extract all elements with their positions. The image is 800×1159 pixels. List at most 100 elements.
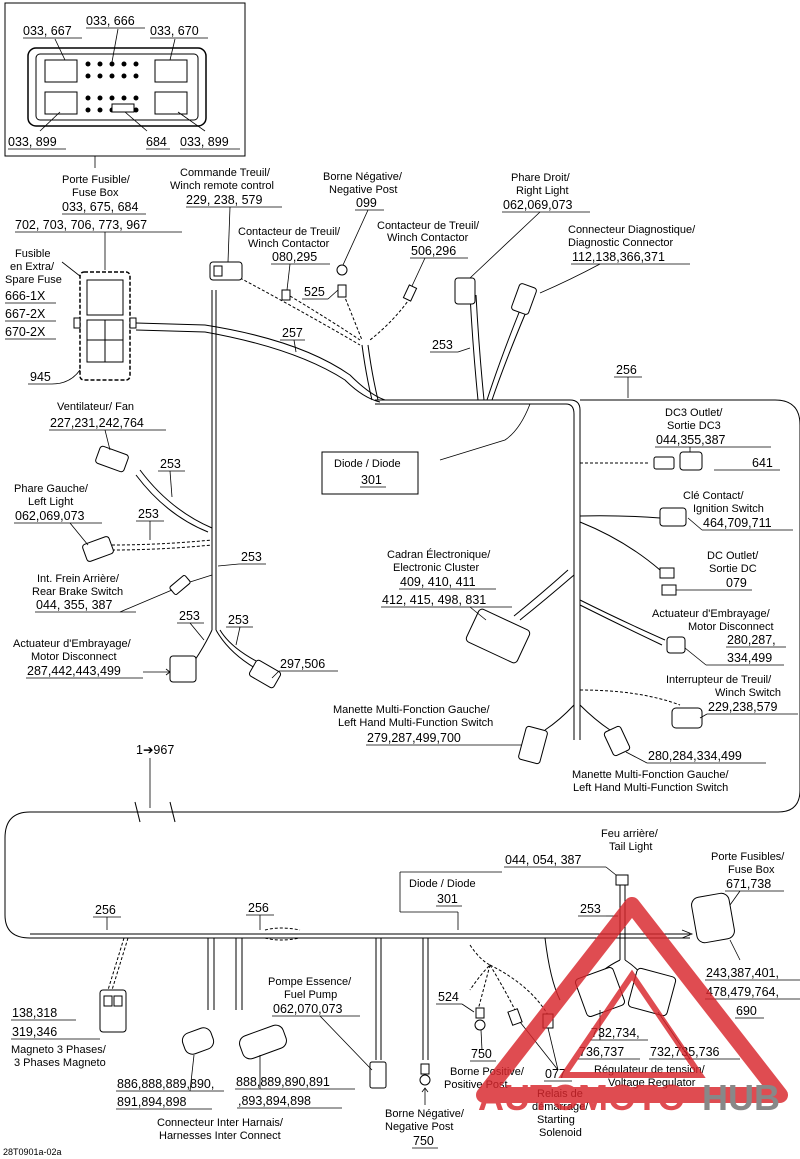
cluster-label-fr: Cadran Électronique/ [387, 548, 491, 561]
diag-connector-label-fr: Connecteur Diagnostique/ [568, 224, 696, 236]
neg-post-top-label-fr: Borne Négative/ [323, 171, 403, 183]
cluster-refs-1: 409, 410, 411 [400, 575, 476, 589]
harness-524: 524 [438, 990, 459, 1004]
diode-top-refs: 301 [361, 473, 382, 487]
tail-light-label-en: Tail Light [609, 841, 652, 853]
fan-label: Ventilateur/ Fan [57, 401, 134, 413]
figure-code: 28T0901a-02a [3, 1147, 62, 1157]
winch-remote-refs: 229, 238, 579 [186, 193, 263, 207]
fuse-detail-label-bottom-left: 033, 899 [8, 135, 57, 149]
inter-connect-refs-a2: 891,894,898 [117, 1095, 187, 1109]
harness-257: 257 [282, 326, 303, 340]
left-light-label-fr: Phare Gauche/ [14, 483, 89, 495]
harness-256-mid: 256 [248, 901, 269, 915]
winch-contactor-b-label-en: Winch Contactor [387, 232, 469, 244]
winch-contactor-a-label-fr: Contacteur de Treuil/ [238, 226, 341, 238]
lh-switch-a-label-en: Left Hand Multi-Function Switch [338, 717, 493, 729]
spare-fuse-label-1: Fusible [15, 248, 50, 260]
starter-label-4: Solenoid [539, 1127, 582, 1139]
main-harness-top [4, 277, 800, 939]
motor-disconnect-right-refs-1: 280,287, [727, 633, 776, 647]
harness-253-bottom: 253 [580, 902, 601, 916]
fuse-box-2-refs-2: 243,387,401, [706, 966, 779, 980]
left-light-label-en: Left Light [28, 496, 73, 508]
dc-outlet-label-en: DC Outlet/ [707, 550, 759, 562]
harness-297: 297,506 [280, 657, 325, 671]
harness-525: 525 [304, 285, 325, 299]
dc3-label-fr: Sortie DC3 [667, 420, 721, 432]
spare-fuse-666: 666-1X [5, 289, 46, 303]
winch-contactor-a-label-en: Winch Contactor [248, 238, 330, 250]
fuel-pump-label-fr: Pompe Essence/ [268, 976, 352, 988]
spare-fuse-667: 667-2X [5, 307, 46, 321]
regulator-label-en: Voltage Regulator [608, 1077, 696, 1089]
neg-post-top-refs: 099 [356, 196, 377, 210]
dc-outlet-label-fr: Sortie DC [709, 563, 757, 575]
magneto-label-fr: Magneto 3 Phases/ [11, 1044, 107, 1056]
motor-disconnect-right-label-en: Motor Disconnect [688, 621, 774, 633]
magneto-label-en: 3 Phases Magneto [14, 1057, 106, 1069]
right-light-label-fr: Phare Droit/ [511, 172, 571, 184]
harness-967: 1➔967 [136, 743, 174, 757]
spare-fuse-670: 670-2X [5, 325, 46, 339]
diode-bottom-refs: 301 [437, 892, 458, 906]
right-light-label-en: Right Light [516, 185, 569, 197]
right-light-refs: 062,069,073 [503, 198, 573, 212]
winch-switch-label-en: Winch Switch [715, 687, 781, 699]
spare-fuse-label-3: Spare Fuse [5, 274, 62, 286]
fuse-detail-label-top-left: 033, 667 [23, 24, 72, 38]
rear-brake-refs: 044, 355, 387 [36, 598, 113, 612]
neg-post-bottom-label-fr: Borne Négative/ [385, 1108, 465, 1120]
inter-connect-refs-b2: ,893,894,898 [238, 1094, 311, 1108]
ignition-label-fr: Clé Contact/ [683, 490, 744, 502]
fuse-box-label-fr: Porte Fusible/ [62, 174, 131, 186]
fuel-pump-label-en: Fuel Pump [284, 989, 337, 1001]
harness-253-lower-a: 253 [179, 609, 200, 623]
watermark-text-hub: HUB [702, 1077, 780, 1118]
lh-switch-a-label-fr: Manette Multi-Fonction Gauche/ [333, 704, 490, 716]
fuse-box-2-refs-4: 690 [736, 1004, 757, 1018]
fuse-box-refs-945: 945 [30, 370, 51, 384]
rear-brake-label-fr: Int. Frein Arrière/ [37, 573, 120, 585]
diode-top-label: Diode / Diode [334, 458, 401, 470]
winch-remote-label-fr: Commande Treuil/ [180, 167, 271, 179]
winch-remote-label-en: Winch remote control [170, 180, 274, 192]
fuse-box-refs-2: 702, 703, 706, 773, 967 [15, 218, 147, 232]
inter-connect-refs-b1: 888,889,890,891 [236, 1075, 330, 1089]
fuse-detail-label-bottom-right: 033, 899 [180, 135, 229, 149]
watermark-text-auto: AUTO [478, 1077, 579, 1118]
right-labels: Diode / Diode 301 DC3 Outlet/ Sortie DC3… [321, 407, 798, 794]
fan-refs: 227,231,242,764 [50, 416, 144, 430]
starter-label-3: Starting [537, 1114, 575, 1126]
motor-disconnect-right-label-fr: Actuateur d'Embrayage/ [652, 608, 771, 620]
harness-253-lower-b: 253 [228, 613, 249, 627]
fuse-box-2-label-fr: Porte Fusibles/ [711, 851, 785, 863]
harness-253-fan: 253 [160, 457, 181, 471]
fuse-detail-label-bottom-mid: 684 [146, 135, 167, 149]
diag-connector-refs: 112,138,366,371 [572, 250, 665, 264]
watermark-logo: AUTO MOTO HUB [476, 897, 788, 1118]
inter-connect-label-fr: Connecteur Inter Harnais/ [157, 1117, 284, 1129]
harness-256-top: 256 [616, 363, 637, 377]
fuse-box-refs-1: 033, 675, 684 [62, 200, 139, 214]
fuse-box-detail: 033, 667 033, 666 033, 670 033, 899 684 … [4, 2, 246, 157]
regulator-a-refs-1: 732,734, [591, 1026, 640, 1040]
left-labels: Ventilateur/ Fan 227,231,242,764 253 Pha… [13, 401, 338, 808]
magneto-refs-2: 319,346 [12, 1025, 57, 1039]
harness-253-mid: 253 [241, 550, 262, 564]
winch-contactor-b-label-fr: Contacteur de Treuil/ [377, 220, 480, 232]
fuse-box-label-en: Fuse Box [72, 187, 119, 199]
lh-switch-b-label-fr: Manette Multi-Fonction Gauche/ [572, 769, 729, 781]
inter-connect-refs-a1: 886,888,889,890, [117, 1077, 214, 1091]
winch-switch-label-fr: Interrupteur de Treuil/ [666, 674, 772, 686]
starter-label-2: démarrage/ [532, 1101, 589, 1113]
tail-light-label-fr: Feu arrière/ [601, 828, 659, 840]
winch-contactor-b-refs: 506,296 [411, 244, 456, 258]
spare-fuse-label-2: en Extra/ [10, 261, 55, 273]
regulator-a-refs-2: 736,737 [579, 1045, 624, 1059]
harness-253-light: 253 [138, 507, 159, 521]
lh-switch-a-refs: 279,287,499,700 [367, 731, 461, 745]
watermark-text-moto: MOTO [578, 1077, 685, 1118]
tail-light-refs: 044, 054, 387 [505, 853, 582, 867]
diag-connector-label-en: Diagnostic Connector [568, 237, 674, 249]
